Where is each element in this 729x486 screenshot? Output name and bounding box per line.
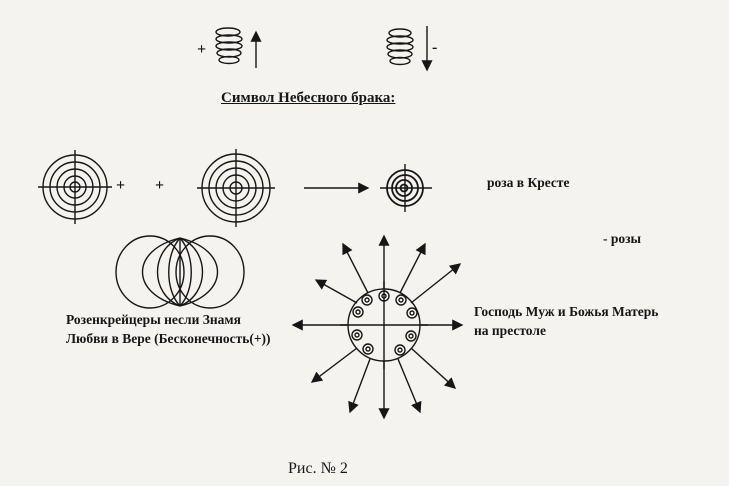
- rosicrucians-label-line2: Любви в Вере (Бесконечность(+)): [66, 331, 271, 346]
- infinity-lens-icon: [115, 235, 245, 309]
- rose-on-cross-label: роза в Кресте: [487, 175, 570, 190]
- coil-negative-icon: [386, 28, 414, 66]
- spiral-cross-left-icon: [38, 150, 112, 224]
- lord-label-line2: на престоле: [474, 323, 546, 338]
- plus-sign-1: +: [116, 177, 126, 194]
- plus-sign-2: +: [155, 177, 165, 194]
- rosicrucians-label-line1: Розенкрейцеры несли Знамя: [66, 312, 241, 327]
- plus-sign: +: [197, 41, 207, 58]
- rose-cross-icon: [380, 164, 432, 212]
- lord-label-line1: Господь Муж и Божья Матерь: [474, 304, 659, 319]
- throne-circle-icon: [340, 281, 428, 369]
- minus-sign: -: [432, 39, 438, 56]
- spiral-cross-right-icon: [197, 149, 275, 227]
- roses-label: - розы: [603, 231, 642, 246]
- coil-positive-icon: [215, 27, 243, 65]
- diagram-title: Символ Небесного брака:: [221, 90, 396, 106]
- figure-caption: Рис. № 2: [288, 460, 348, 477]
- radiating-arrows-icon: [291, 234, 464, 420]
